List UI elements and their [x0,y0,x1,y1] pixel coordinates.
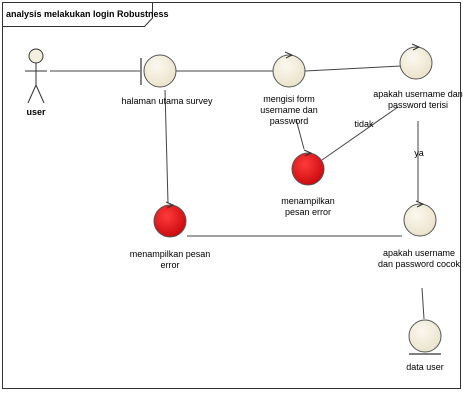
control-mengisi-icon[interactable] [272,51,306,88]
label-apakah-cocok: apakah username dan password cocok [377,248,461,269]
edge-mengisi-error-mid [295,118,305,150]
label-apakah-terisi: apakah username dan password terisi [373,89,463,110]
boundary-halaman-icon[interactable] [140,54,177,88]
edge-label-ya: ya [414,148,424,158]
diagram-title: analysis melakukan login Robustness [6,9,169,19]
actor-user-icon[interactable] [25,48,47,104]
frame-title-tab [2,2,153,27]
edge-apakah-cocok-data-user [421,287,425,320]
control-apakah-cocok-icon[interactable] [403,200,437,237]
label-user: user [26,107,46,117]
label-data-user: data user [406,362,444,372]
label-mengisi: mengisi form username dan password [260,94,318,126]
entity-data-user-icon[interactable] [408,319,442,355]
label-error-mid: menampilkan pesan error [281,196,335,217]
edge-halaman-error-left [164,89,169,204]
label-error-left: menampilkan pesan error [129,249,211,270]
edges-group [50,65,425,320]
control-error-left-icon[interactable] [153,201,187,238]
label-halaman: halaman utama survey [121,96,213,106]
control-error-mid-icon[interactable] [291,149,325,186]
edge-label-tidak: tidak [354,119,374,129]
edge-apakah-terisi-error-mid [321,106,399,161]
control-apakah-terisi-icon[interactable] [399,43,433,80]
edge-mengisi-apakah-terisi [304,65,402,72]
diagram-frame [2,2,461,389]
